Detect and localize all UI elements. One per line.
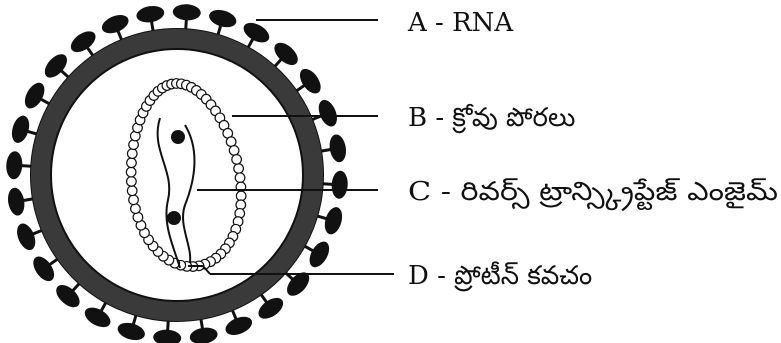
rna-strand-1: [156, 117, 181, 269]
spike-head: [11, 115, 30, 143]
capsid-bead: [130, 203, 141, 215]
spike-head: [189, 327, 218, 343]
envelope-layer: [31, 29, 323, 321]
capsid-bead: [125, 176, 137, 187]
spike-head: [329, 134, 347, 163]
spike-head: [101, 15, 129, 34]
capsid-bead: [128, 139, 139, 151]
spike-head: [318, 99, 337, 127]
spike-head: [136, 5, 165, 23]
capsid-bead: [233, 163, 245, 174]
label-b: B - క్రోవు పోరలు: [408, 103, 575, 134]
spike-head: [56, 285, 80, 308]
spike-head: [309, 241, 330, 268]
capsid-bead: [234, 172, 246, 184]
surface-spikes: [6, 4, 348, 343]
spike-head: [153, 329, 182, 343]
capsid-bead: [126, 157, 137, 169]
spike-head: [44, 54, 67, 78]
spike-head: [172, 4, 201, 21]
spike-head: [7, 187, 25, 216]
capsid-bead: [128, 194, 139, 206]
spike-head: [287, 272, 310, 296]
inner-envelope-edge: [50, 48, 304, 302]
rna-strand-2: [182, 124, 196, 263]
spike-head: [331, 170, 348, 199]
spike-head: [84, 307, 111, 328]
spike-head: [243, 22, 270, 43]
spike-head: [209, 9, 237, 28]
spike-head: [274, 42, 298, 65]
capsid-bead: [125, 166, 137, 178]
capsid-bead: [126, 148, 138, 160]
spike-head: [299, 68, 321, 94]
spike-head: [117, 322, 145, 341]
capsid-beads: [125, 78, 247, 272]
reverse-transcriptase-enzyme: [167, 211, 181, 225]
reverse-transcriptase-enzyme: [171, 130, 185, 144]
spike-head: [70, 31, 96, 53]
spike-head: [24, 82, 45, 109]
capsid-bead: [235, 190, 247, 202]
spike-head: [258, 297, 284, 319]
spike-head: [33, 256, 55, 282]
capsid-bead: [228, 145, 240, 156]
leader-line-d2: [202, 265, 211, 275]
capsid-bead: [126, 185, 138, 197]
spike-head: [324, 207, 343, 235]
label-d: D - ప్రోటీన్ కవచం: [408, 261, 592, 292]
label-c: C - రివర్స్ ట్రాన్స్క్రిప్టేజ్ ఎంజైమ్: [408, 177, 778, 212]
capsid-bead: [231, 154, 243, 165]
spike-head: [6, 151, 23, 180]
spike-head: [17, 223, 36, 251]
label-a: A - RNA: [407, 8, 514, 38]
spike-head: [225, 316, 253, 335]
